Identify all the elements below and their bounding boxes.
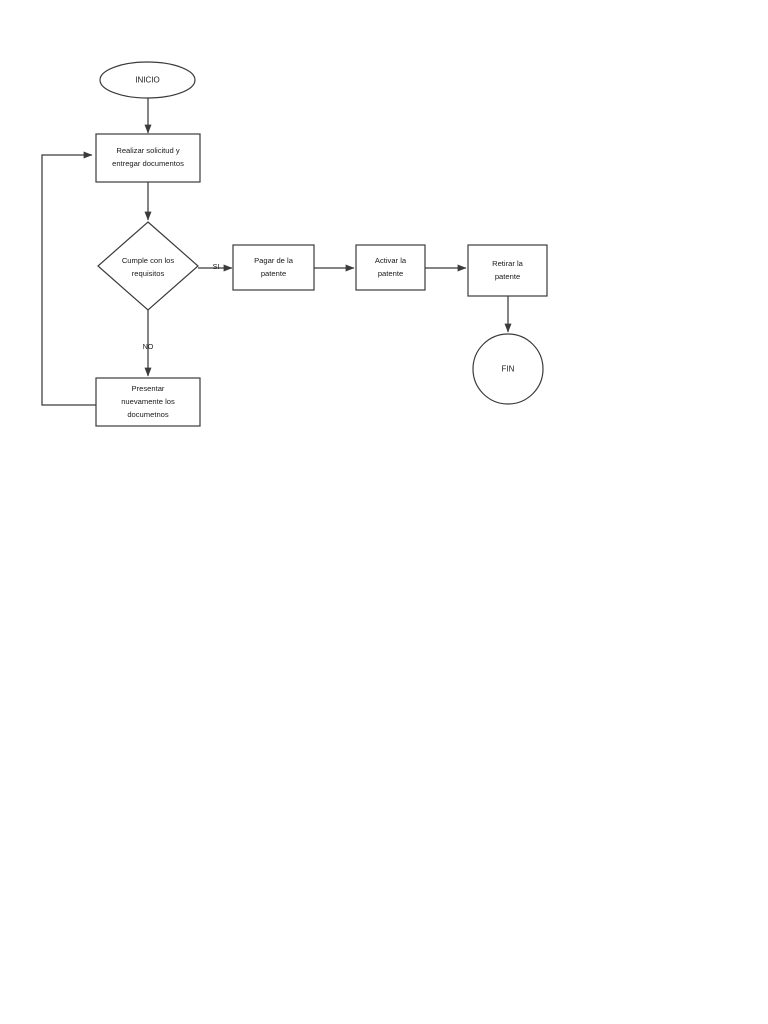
node-collect-patent[interactable]: Retirar la patente xyxy=(467,244,548,297)
collect-patent-label-line2: patente xyxy=(495,272,520,281)
activate-patent-label-line2: patente xyxy=(378,269,403,278)
pay-patent-box xyxy=(232,244,315,291)
activate-patent-box xyxy=(355,244,426,291)
resubmit-documents-label-line2: nuevamente los xyxy=(121,397,175,406)
resubmit-documents-label-line3: documetnos xyxy=(127,410,169,419)
node-submit-request[interactable]: Realizar solicitud y entregar documentos xyxy=(95,133,201,183)
pay-patent-label-line2: patente xyxy=(261,269,286,278)
start-label: INICIO xyxy=(135,76,159,85)
node-pay-patent[interactable]: Pagar de la patente xyxy=(232,244,315,291)
edge-label-no: NO xyxy=(143,342,154,351)
decision-diamond xyxy=(97,221,199,311)
submit-request-label-line1: Realizar solicitud y xyxy=(116,146,180,155)
collect-patent-label-line1: Retirar la xyxy=(492,259,524,268)
node-activate-patent[interactable]: Activar la patente xyxy=(355,244,426,291)
node-resubmit-documents[interactable]: Presentar nuevamente los documetnos xyxy=(95,377,201,427)
submit-request-box xyxy=(95,133,201,183)
resubmit-documents-box xyxy=(95,377,201,427)
node-end-fin[interactable]: FIN xyxy=(472,333,544,405)
decision-label-line1: Cumple con los xyxy=(122,256,175,265)
activate-patent-label-line1: Activar la xyxy=(375,256,407,265)
collect-patent-box xyxy=(467,244,548,297)
decision-label-line2: requisitos xyxy=(132,269,165,278)
edge-resubmit-loop-back-to-submit xyxy=(41,151,96,406)
resubmit-documents-label-line1: Presentar xyxy=(132,384,165,393)
start-ellipse xyxy=(99,61,196,99)
end-label: FIN xyxy=(502,365,515,374)
end-circle xyxy=(472,333,544,405)
pay-patent-label-line1: Pagar de la xyxy=(254,256,294,265)
edge-label-yes: SI xyxy=(213,262,220,271)
submit-request-label-line2: entregar documentos xyxy=(112,159,184,168)
node-start-inicio[interactable]: INICIO xyxy=(99,61,196,99)
node-decision-requirements[interactable]: Cumple con los requisitos xyxy=(97,221,199,311)
